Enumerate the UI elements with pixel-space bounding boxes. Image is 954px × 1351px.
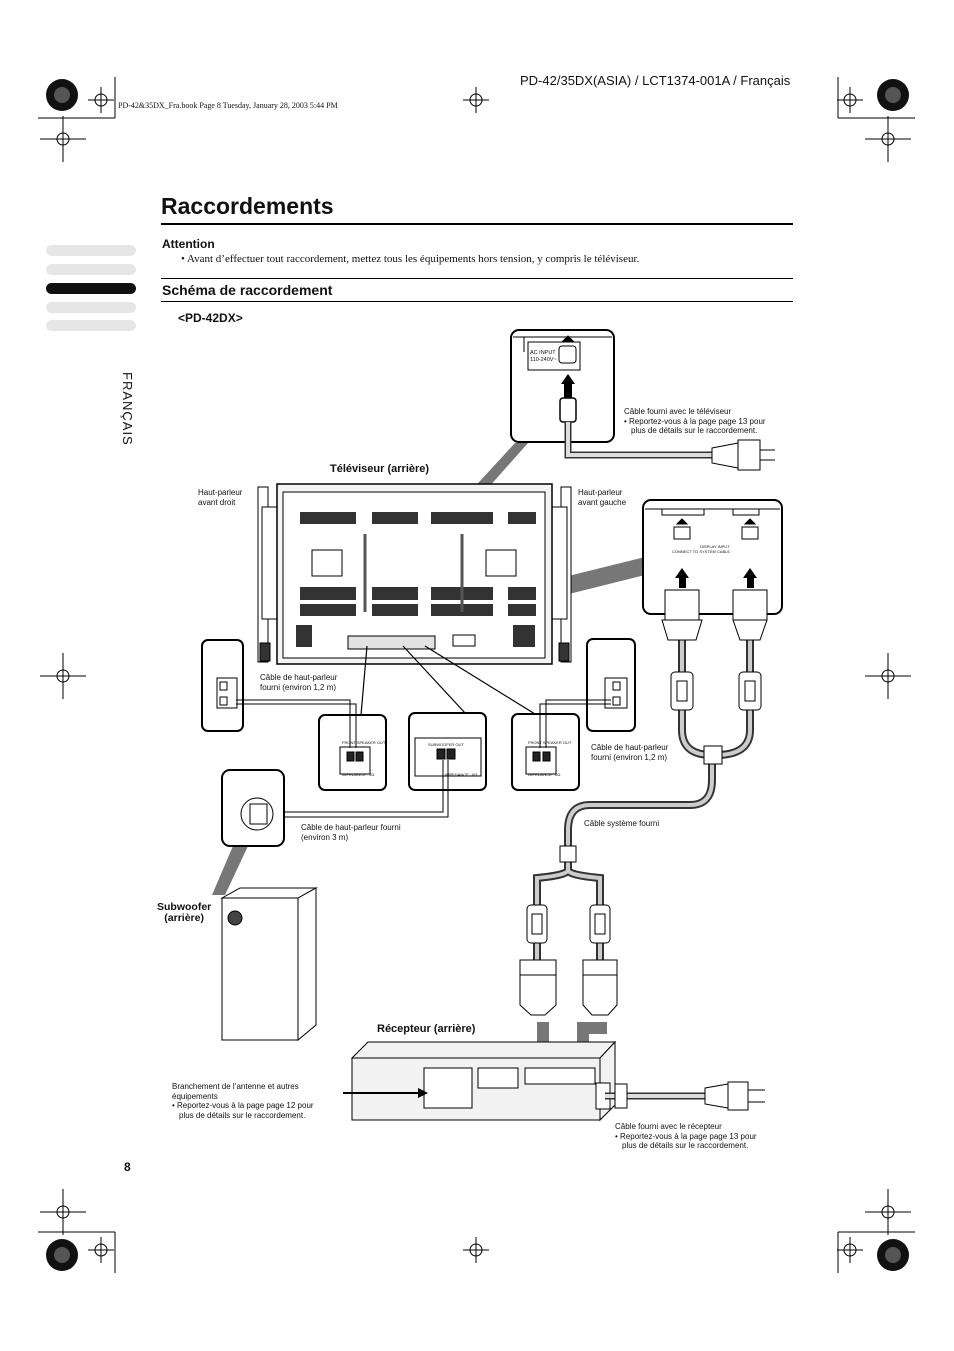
tv-vent-grilles [296, 512, 536, 647]
model-label: <PD-42DX> [178, 311, 243, 325]
impedance-right-text: IMPEDANCE : 6Ω [342, 772, 375, 777]
chapter-tab [46, 245, 136, 256]
tv-power-cable-note: Câble fourni avec le téléviseur • Report… [624, 407, 766, 435]
antenna-note: Branchement de l’antenne et autres équip… [172, 1082, 314, 1120]
ac-input-label: AC INPUT [530, 350, 556, 356]
crosshair-icon [40, 653, 86, 699]
cable-ferrites [526, 671, 762, 944]
tv-ac-input-callout [510, 329, 615, 443]
registration-marks [38, 77, 915, 1273]
subwoofer-terminal-callout [221, 769, 285, 847]
crosshair-icon [88, 87, 114, 113]
impedance-sub-text: IMPEDANCE : 6Ω [445, 772, 478, 777]
crosshair-icon [865, 653, 911, 699]
speaker-left-terminal-callout [586, 638, 636, 732]
crosshair-icon [837, 87, 863, 113]
receiver-power-cable-note: Câble fourni avec le récepteur • Reporte… [615, 1122, 757, 1150]
receiver-rear-label: Récepteur (arrière) [377, 1023, 476, 1035]
tv-rear-panel [276, 483, 553, 665]
speaker-wires [236, 699, 611, 818]
crosshair-icon [88, 1237, 114, 1263]
crosshair-icon [40, 1189, 86, 1235]
attention-heading: Attention [162, 237, 215, 251]
impedance-left-text: IMPEDANCE : 6Ω [528, 772, 561, 777]
title-rule [161, 223, 793, 225]
speaker-left [550, 486, 572, 663]
doc-code: PD-42/35DX(ASIA) / LCT1374-001A / França… [520, 73, 791, 88]
crosshair-icon [463, 87, 489, 113]
attention-bullet: • Avant d’effectuer tout raccordement, m… [181, 253, 640, 265]
crosshair-icon [40, 116, 86, 162]
subwoofer-cabinet [220, 887, 318, 1042]
crosshair-icon [463, 1237, 489, 1263]
system-cable-label: Câble système fourni [584, 819, 660, 828]
section-rule-top [161, 278, 793, 279]
chapter-tab-active [46, 283, 136, 294]
chapter-tab [46, 302, 136, 313]
ac-input-voltage: 110-240V~ [530, 357, 557, 363]
tv-rear-label: Téléviseur (arrière) [330, 463, 430, 475]
speaker-cable-sub-note: Câble de haut-parleur fourni(environ 3 m… [301, 823, 401, 842]
speaker-right-terminal-callout [201, 639, 244, 732]
section-rule-bottom [161, 301, 793, 302]
speaker-right [257, 486, 279, 663]
front-speaker-out-left-text: FRONT SPEAKER OUT [528, 740, 572, 745]
corner-dots [46, 79, 909, 1271]
front-speaker-out-right-callout [318, 714, 387, 791]
front-speaker-out-right-text: FRONT SPEAKER OUT [342, 740, 386, 745]
receiver-rear [350, 1040, 617, 1122]
chapter-tab [46, 320, 136, 331]
section-heading: Schéma de raccordement [162, 282, 333, 298]
subwoofer-out-text: SUBWOOFER OUT [428, 742, 464, 747]
front-speaker-out-left-callout [511, 713, 580, 791]
crosshair-icon [865, 116, 911, 162]
crosshair-icon [837, 1237, 863, 1263]
page-title: Raccordements [161, 193, 334, 219]
tv-power-plug-icon [711, 439, 775, 471]
side-language-label: FRANÇAIS [120, 372, 135, 446]
book-line: PD-42&35DX_Fra.book Page 8 Tuesday, Janu… [118, 101, 338, 110]
display-input-label: DISPLAY INPUT CONNECT TO SYSTEM CABLE [672, 544, 731, 554]
receiver-power-plug-icon [614, 1081, 765, 1111]
system-cable [533, 640, 754, 965]
subwoofer-label: Subwoofer(arrière) [157, 901, 212, 924]
callout-wedge [212, 846, 248, 895]
page-number: 8 [124, 1160, 131, 1174]
chapter-tab [46, 264, 136, 275]
d-sub-connectors [519, 589, 768, 1016]
crosshair-icon [865, 1189, 911, 1235]
